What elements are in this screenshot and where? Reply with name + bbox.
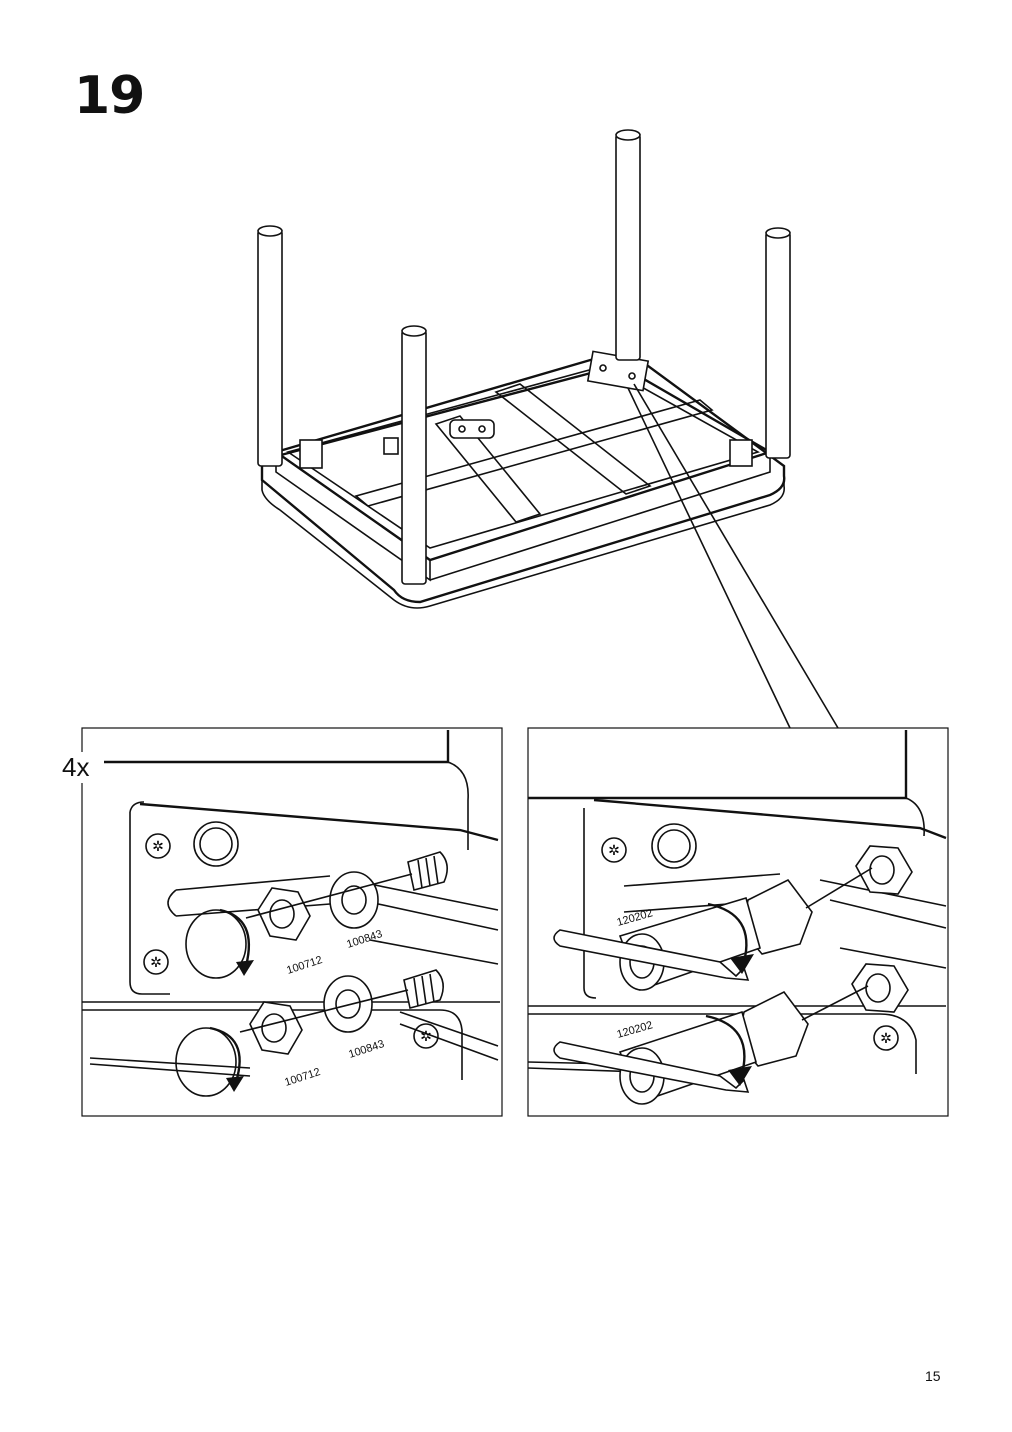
svg-text:✲: ✲ <box>150 955 162 971</box>
svg-text:✲: ✲ <box>608 843 620 859</box>
svg-text:✲: ✲ <box>420 1029 432 1045</box>
nut-icon <box>851 963 909 1013</box>
callout-line-left <box>627 387 791 729</box>
nut-icon <box>855 845 913 895</box>
screw-icon: ✲ <box>413 1023 439 1049</box>
wrench-tool-icon <box>553 867 873 992</box>
nut-icon <box>257 887 311 941</box>
svg-text:✲: ✲ <box>152 839 164 855</box>
screw-icon: ✲ <box>873 1025 899 1051</box>
bolt-icon <box>407 851 448 891</box>
washer-icon <box>329 871 379 929</box>
rotation-arrow-icon <box>175 1026 244 1097</box>
rotation-arrow-icon <box>185 908 254 979</box>
bolt-icon <box>403 969 444 1009</box>
callout-line-right <box>633 383 839 729</box>
screw-icon: ✲ <box>601 837 627 863</box>
svg-text:✲: ✲ <box>880 1031 892 1047</box>
table-illustration <box>257 129 791 609</box>
washer-icon <box>323 975 373 1033</box>
wrench-tool-icon <box>553 985 869 1105</box>
step-number: 19 <box>74 66 145 126</box>
screw-icon: ✲ <box>145 833 171 859</box>
nut-icon <box>249 1001 303 1055</box>
detail-box-right: ✲ <box>527 727 949 1117</box>
screw-icon: ✲ <box>143 949 169 975</box>
page-number: 15 <box>925 1368 941 1384</box>
detail-box-left: ✲ ✲ <box>81 727 503 1117</box>
quantity-multiplier: 4x <box>60 752 92 783</box>
